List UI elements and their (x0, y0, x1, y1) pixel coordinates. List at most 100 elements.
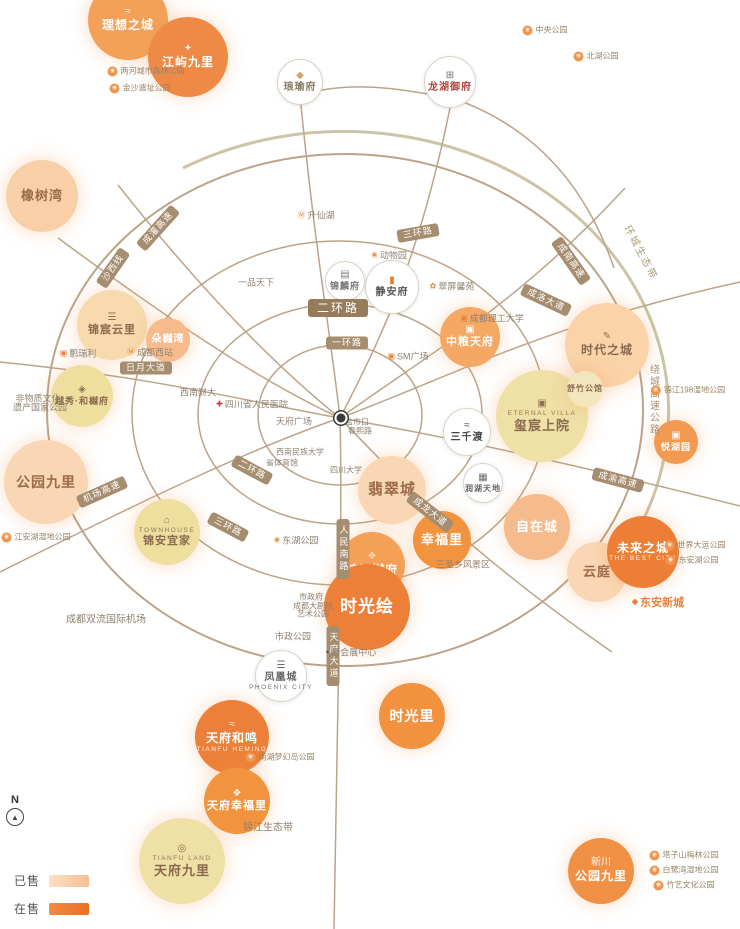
project-marker[interactable]: ◈越秀·和樾府 (51, 365, 113, 427)
poi-sichuan-university: 四川大学 (330, 465, 362, 476)
connector-road-path (451, 97, 615, 269)
legend: 已售 在售 待售 (14, 872, 90, 929)
poi-shuangliu-airport: 成都双流国际机场 (66, 611, 146, 626)
poi-heritage-park-line2: 遗产国家公园 (13, 401, 67, 414)
project-marker[interactable]: 橡树湾 (6, 160, 78, 232)
project-marker[interactable]: ✦江屿九里 (148, 17, 228, 97)
park-badge: ❀白鹭湾湿地公园 (649, 865, 719, 876)
park-label: 东安湖公园 (678, 555, 719, 565)
poi-chunxilu: 春熙路 (348, 426, 372, 437)
project-name: 理想之城 (101, 18, 154, 33)
road-label-tianfu-avenue: 天府大道 (326, 626, 340, 686)
park-badge: ❀南湖梦幻岛公园 (245, 752, 315, 763)
dot-icon: ● (325, 649, 330, 655)
park-label: 中央公园 (535, 25, 568, 35)
project-subtitle: PHOENIX CITY (249, 683, 313, 691)
project-logo-icon: ☰ (107, 311, 117, 323)
project-marker[interactable]: 新川公园九里 (568, 838, 634, 904)
radial-road-path (339, 417, 740, 507)
project-marker[interactable]: ❖天府幸福里 (204, 768, 270, 834)
park-label: 塔子山梅林公园 (662, 850, 719, 860)
project-marker[interactable]: 自在城 (504, 494, 570, 560)
project-marker[interactable]: ⊞龙湖御府 (424, 56, 476, 108)
project-logo-icon: ≈ (125, 6, 131, 18)
park-badge: ❀世界大运公园 (664, 540, 726, 551)
project-logo-icon: ⌂ (163, 515, 171, 526)
poi-text: 动物园 (379, 250, 407, 261)
project-marker[interactable]: ▦润湖天地 (463, 463, 503, 503)
park-badge: ❀塔子山梅林公园 (649, 850, 719, 861)
project-name: 天府九里 (153, 862, 210, 878)
project-marker[interactable]: ▣悦湖园 (654, 420, 698, 464)
project-marker[interactable]: ▣中粮天府 (440, 307, 500, 367)
poi-text: 一品天下 (237, 277, 275, 288)
poi-text: 市政公园 (274, 631, 312, 642)
legend-swatch-sold (49, 874, 90, 887)
project-marker[interactable]: 公园九里 (4, 440, 88, 524)
diamond-icon: ◆ (631, 597, 639, 606)
legend-row-sold: 已售 (14, 872, 90, 889)
project-marker[interactable]: 翡翠城 (358, 456, 426, 524)
project-name: 公园九里 (574, 869, 627, 884)
flower-icon: ✿ (429, 281, 437, 290)
project-name: 翡翠城 (367, 481, 416, 498)
poi-new-expo-center: ●新会展中心 (326, 646, 377, 659)
park-label: 南湖梦幻岛公园 (258, 752, 315, 762)
compass-icon: ▲ (6, 808, 24, 826)
project-marker[interactable]: ▮静安府 (365, 260, 419, 314)
park-label: 金沙遗址公园 (122, 83, 171, 93)
project-marker[interactable]: ▤锦麟府 (325, 261, 365, 301)
poi-provincial-gym: 省体育馆 (266, 458, 298, 469)
project-marker[interactable]: 朵樾湾 (146, 318, 190, 362)
project-marker[interactable]: ☰锦宸云里 (77, 290, 147, 360)
poi-swufe: 西南财大 (180, 386, 216, 399)
road-label-riyue-avenue: 日月大道 (119, 361, 173, 375)
poi-yanshikou: 盐市口 (345, 417, 369, 428)
project-logo-icon: ▦ (478, 471, 488, 483)
project-logo-icon: ☰ (276, 659, 286, 671)
poi-text: 三圣乡风景区 (435, 559, 491, 570)
project-logo-icon: ◎ (177, 842, 187, 854)
park-label: 两河城市森林公园 (120, 66, 185, 76)
compass: N ▲ (6, 794, 24, 826)
project-logo-icon: 新川 (591, 857, 611, 869)
legend-swatch-onsale (49, 902, 90, 915)
project-marker[interactable]: ≈三千渡 (443, 408, 491, 456)
poi-text: 锦江生态带 (243, 822, 293, 834)
project-marker[interactable]: 幸福里 (413, 511, 471, 569)
project-name: 三千渡 (450, 431, 484, 443)
project-marker[interactable]: 时光里 (379, 683, 445, 749)
poi-text: 遗产国家公园 (12, 402, 68, 413)
park-icon: ❀ (245, 752, 256, 762)
project-name: 时光里 (389, 707, 435, 724)
project-name: 中粮天府 (446, 335, 494, 348)
project-name: 时光绘 (340, 596, 394, 616)
project-logo-icon: ❖ (367, 551, 377, 563)
poi-text: 艺术公园 (297, 609, 329, 619)
park-badge: ❀中央公园 (522, 25, 568, 36)
project-name: 朵樾湾 (151, 334, 185, 345)
project-marker[interactable]: ✎时代之城 (565, 303, 649, 387)
project-name: 越秀·和樾府 (55, 396, 109, 407)
project-name: 天府幸福里 (207, 799, 267, 812)
poi-text: 升仙湖 (307, 210, 335, 221)
project-logo-icon: ⊞ (445, 69, 455, 81)
poi-text: 新会展中心 (331, 647, 377, 658)
poi-text: 成都双流国际机场 (66, 614, 146, 626)
project-name: 时代之城 (580, 343, 633, 358)
project-marker[interactable]: 舒竹公馆 (567, 371, 603, 407)
poi-text: 翠屏馨苑 (438, 281, 475, 292)
project-name: 舒竹公馆 (567, 384, 603, 394)
poi-text: SM广场 (397, 351, 429, 362)
radial-road-path (0, 361, 341, 419)
project-marker[interactable]: ◆琅瑜府 (277, 59, 323, 105)
park-icon: ❀ (649, 865, 660, 875)
poi-cuiping: ✿翠屏馨苑 (430, 280, 475, 293)
poi-text: 成都大剧院 (293, 601, 333, 611)
